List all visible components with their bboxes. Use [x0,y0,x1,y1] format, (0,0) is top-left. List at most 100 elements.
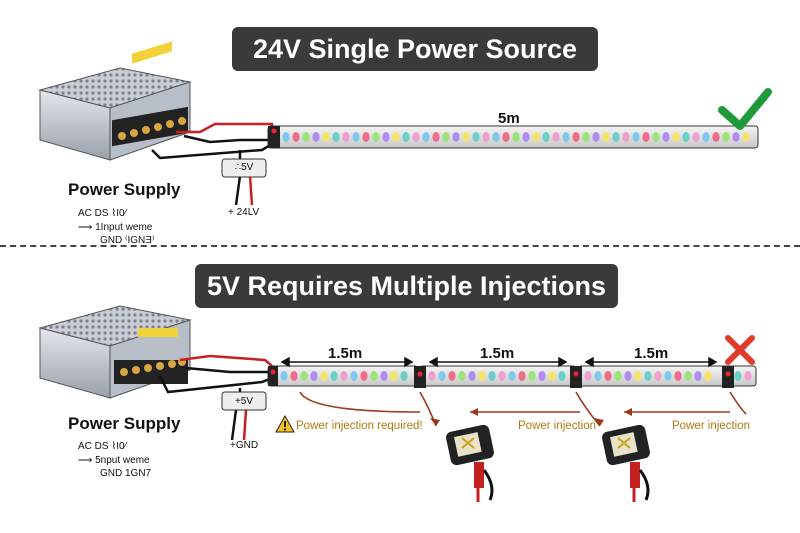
psu-line-bottom-1: AC DS ⌇I0⁄ [78,441,127,452]
led-bottom [654,371,662,381]
led-bottom [674,371,682,381]
led-top [682,132,690,142]
section-divider [0,245,800,247]
led-bottom [634,371,642,381]
led-top [612,132,620,142]
led-bottom [614,371,622,381]
led-bottom [498,371,506,381]
led-bottom [290,371,298,381]
injection-label-2: Power injection [518,420,596,432]
led-top [532,132,540,142]
wire-label-bottom: +GND [230,440,259,451]
segment-dimension-lines [280,356,718,368]
led-top [702,132,710,142]
led-row-top [282,132,750,142]
led-top [632,132,640,142]
led-bottom [558,371,566,381]
led-bottom [488,371,496,381]
psu-line-bottom-3: GND 1GN7 [100,468,152,479]
led-bottom [694,371,702,381]
led-top [732,132,740,142]
led-bottom [604,371,612,381]
led-top [402,132,410,142]
led-top [302,132,310,142]
led-top [362,132,370,142]
converter-label-bottom: +5V [234,396,254,407]
segment-length-2: 1.5m [480,345,515,362]
converter-label-top: ∴5V [234,162,254,173]
led-bottom [330,371,338,381]
power-supply-top [38,41,192,161]
power-supply-bottom [38,305,192,399]
led-bottom [468,371,476,381]
power-supply-label-top: Power Supply [68,180,181,199]
injection-arrowheads [430,408,632,426]
injection-label-3: Power injection [672,420,750,432]
led-top [552,132,560,142]
led-bottom [310,371,318,381]
led-bottom [458,371,466,381]
led-top [432,132,440,142]
psu-line-top-3: GND ⁽IGNƎ⁾ [100,235,155,246]
led-top [582,132,590,142]
led-top [512,132,520,142]
led-top [342,132,350,142]
led-bottom [538,371,546,381]
led-strip-bottom [267,365,757,388]
led-top [642,132,650,142]
led-top [392,132,400,142]
led-top [352,132,360,142]
led-top [522,132,530,142]
led-bottom [350,371,358,381]
bottom-wires [158,354,273,441]
led-top [692,132,700,142]
led-top [492,132,500,142]
converter-bottom [221,391,267,411]
led-bottom [548,371,556,381]
injection-connector-2 [602,424,650,502]
led-bottom [644,371,652,381]
led-top [332,132,340,142]
psu-line-top-1: AC DS ⌇I0⁄ [78,208,127,219]
led-top [372,132,380,142]
led-bottom [478,371,486,381]
led-bottom [320,371,328,381]
psu-line-top-2: ⟶ 1Input weme [78,222,153,233]
led-bottom [508,371,516,381]
led-bottom [340,371,348,381]
led-bottom [734,371,742,381]
led-bottom [744,371,752,381]
led-bottom [428,371,436,381]
led-top [502,132,510,142]
led-top [672,132,680,142]
led-row-bottom [280,371,752,381]
led-bottom [438,371,446,381]
led-top [482,132,490,142]
led-strip-top [267,125,759,149]
led-bottom [664,371,672,381]
led-top [472,132,480,142]
segment-length-3: 1.5m [634,345,669,362]
led-top [562,132,570,142]
warning-icon [275,414,295,433]
led-bottom [448,371,456,381]
power-supply-label-bottom: Power Supply [68,414,181,433]
segment-length-1: 1.5m [328,345,363,362]
led-bottom [684,371,692,381]
led-bottom [594,371,602,381]
led-bottom [528,371,536,381]
led-top [542,132,550,142]
led-top [662,132,670,142]
led-top [622,132,630,142]
injection-arrows [299,391,747,427]
injection-connector-1 [446,424,494,502]
led-top [572,132,580,142]
led-bottom [704,371,712,381]
led-top [312,132,320,142]
led-top [462,132,470,142]
led-top [282,132,290,142]
led-top [442,132,450,142]
led-top [382,132,390,142]
led-top [602,132,610,142]
